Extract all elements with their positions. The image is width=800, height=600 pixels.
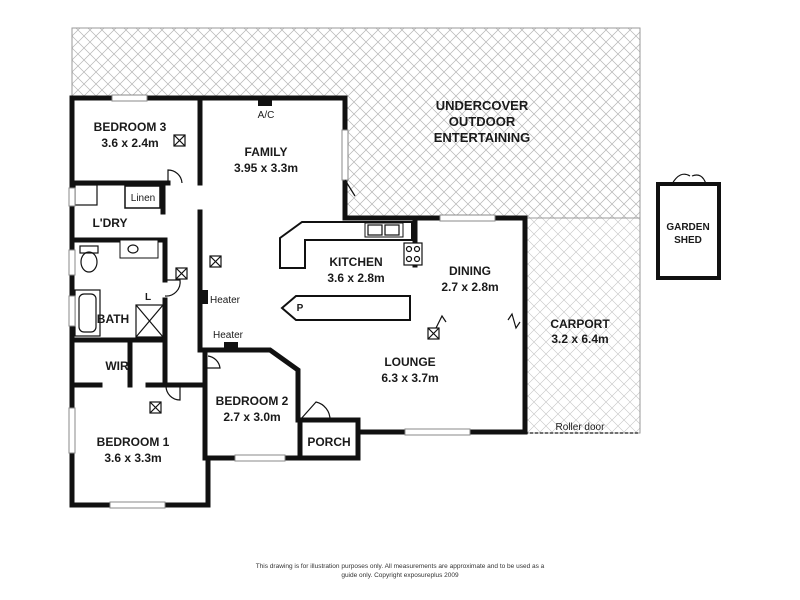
- carport-size: 3.2 x 6.4m: [551, 332, 608, 346]
- disclaimer-line-1: This drawing is for illustration purpose…: [256, 563, 545, 570]
- family-name: FAMILY: [245, 145, 288, 159]
- bedroom1-name: BEDROOM 1: [97, 435, 170, 449]
- lounge-size: 6.3 x 3.7m: [381, 371, 438, 385]
- wir-label: WIR: [105, 359, 129, 373]
- porch-label: PORCH: [307, 435, 350, 449]
- bedroom2-size: 2.7 x 3.0m: [223, 410, 280, 424]
- bedroom3-size: 3.6 x 2.4m: [101, 136, 158, 150]
- heater-hall-label: Heater: [213, 330, 244, 341]
- ceiling-fixtures: [149, 134, 521, 414]
- dining-name: DINING: [449, 264, 491, 278]
- heater-hall-icon: [224, 342, 238, 348]
- bedroom1-size: 3.6 x 3.3m: [104, 451, 161, 465]
- roller-door-label: Roller door: [556, 422, 606, 433]
- bedroom2-name: BEDROOM 2: [216, 394, 289, 408]
- kitchen-size: 3.6 x 2.8m: [327, 271, 384, 285]
- pantry-label: P: [297, 303, 304, 314]
- carport-area: [524, 217, 641, 434]
- heater-family-icon: [202, 290, 208, 304]
- ac-label: A/C: [258, 110, 275, 121]
- outdoor-label-2: OUTDOOR: [449, 114, 516, 129]
- family-size: 3.95 x 3.3m: [234, 161, 298, 175]
- garden-shed: [656, 173, 721, 280]
- outdoor-label-3: ENTERTAINING: [434, 130, 531, 145]
- shed-label-2: SHED: [674, 235, 702, 246]
- linen-label: Linen: [131, 193, 155, 204]
- ac-unit-icon: [258, 100, 272, 106]
- kitchen-name: KITCHEN: [329, 255, 382, 269]
- heater-family-label: Heater: [210, 295, 241, 306]
- kitchen-bench: [279, 221, 423, 321]
- bath-label: BATH: [97, 312, 129, 326]
- lounge-name: LOUNGE: [384, 355, 435, 369]
- laundry-label: L'DRY: [92, 216, 127, 230]
- dining-size: 2.7 x 2.8m: [441, 280, 498, 294]
- bedroom3-name: BEDROOM 3: [94, 120, 167, 134]
- windows: [68, 94, 496, 509]
- wet-area-fixtures: [74, 184, 164, 338]
- shed-label-1: GARDEN: [666, 222, 709, 233]
- carport-name: CARPORT: [550, 317, 610, 331]
- outdoor-label-1: UNDERCOVER: [436, 98, 529, 113]
- toilet-label: L: [145, 292, 151, 303]
- disclaimer-line-2: guide only. Copyright exposureplus 2009: [341, 572, 459, 579]
- door-swings: [164, 169, 356, 421]
